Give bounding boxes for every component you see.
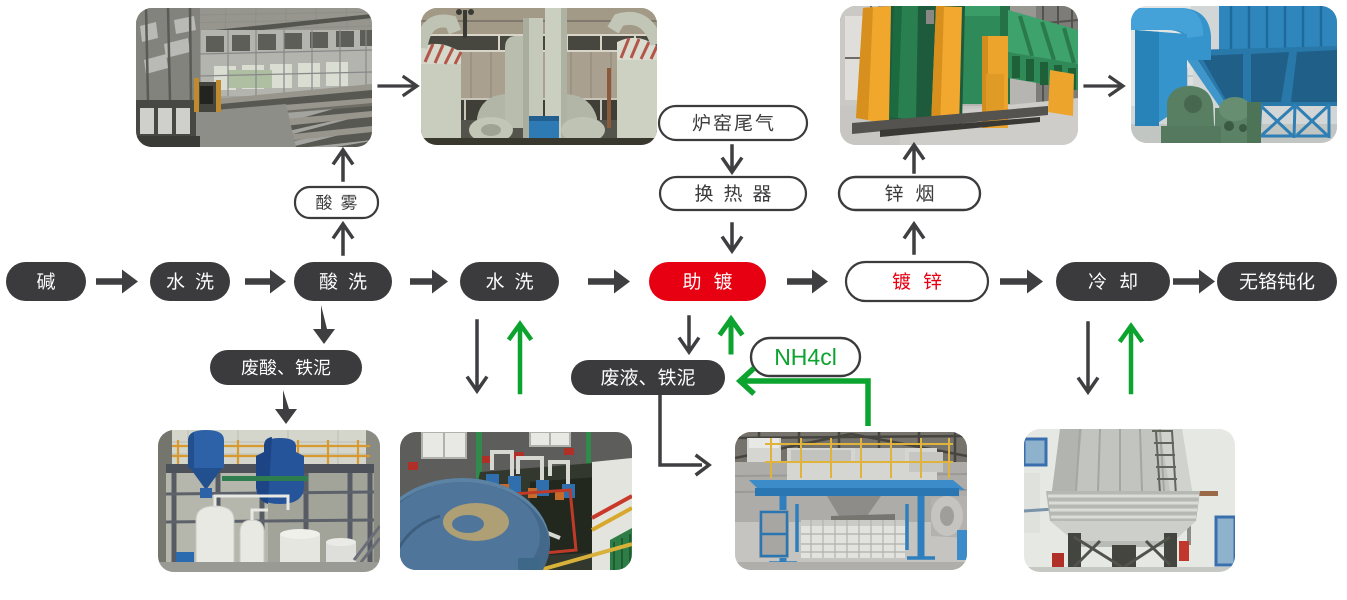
svg-text:NH4cl: NH4cl — [774, 344, 837, 370]
